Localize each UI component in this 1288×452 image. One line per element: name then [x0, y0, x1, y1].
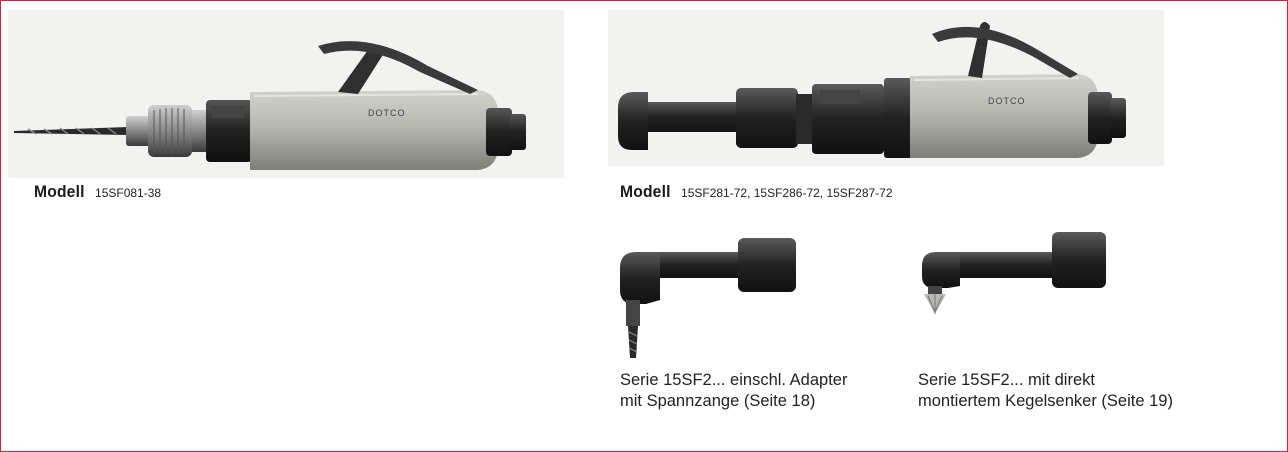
collet-adapter-caption: Serie 15SF2... einschl. Adapter mit Span…: [620, 370, 847, 412]
model-numbers: 15SF281-72, 15SF286-72, 15SF287-72: [681, 186, 893, 200]
svg-text:DOTCO: DOTCO: [988, 96, 1026, 106]
angle-drill-caption: Modell 15SF281-72, 15SF286-72, 15SF287-72: [620, 182, 893, 202]
model-label: Modell: [620, 182, 671, 201]
caption-line: Serie 15SF2... mit direkt: [918, 371, 1095, 389]
caption-line: montiertem Kegelsenker (Seite 19): [918, 392, 1173, 410]
countersink-caption: Serie 15SF2... mit direkt montiertem Keg…: [918, 370, 1173, 412]
model-numbers: 15SF081-38: [95, 186, 162, 200]
model-label: Modell: [34, 182, 85, 201]
svg-text:DOTCO: DOTCO: [368, 108, 406, 118]
straight-drill-caption: Modell 15SF081-38: [34, 182, 161, 202]
caption-line: mit Spannzange (Seite 18): [620, 392, 816, 410]
angle-drill-photo: DOTCO: [608, 10, 1164, 166]
collet-adapter-photo: [616, 230, 796, 364]
countersink-photo: [916, 230, 1106, 320]
caption-line: Serie 15SF2... einschl. Adapter: [620, 371, 848, 389]
straight-drill-photo: DOTCO: [8, 10, 564, 178]
